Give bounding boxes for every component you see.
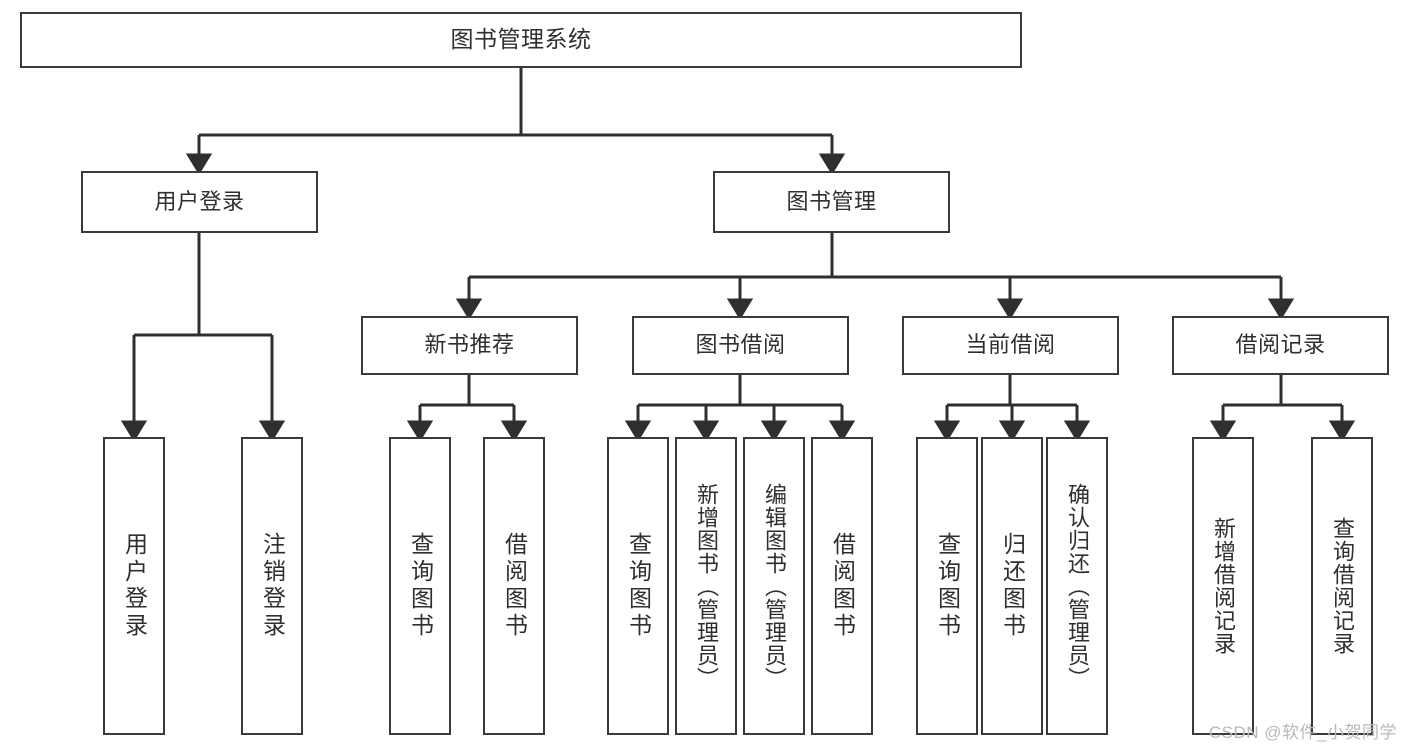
leaf-borrow-borrow-book[interactable]: 借阅图书 <box>811 437 873 735</box>
node-book-management[interactable]: 图书管理 <box>713 171 950 233</box>
leaf-new-book-borrow[interactable]: 借阅图书 <box>483 437 545 735</box>
leaf-borrow-query-book[interactable]: 查询图书 <box>607 437 669 735</box>
leaf-current-query-book[interactable]: 查询图书 <box>916 437 978 735</box>
node-current-borrow-label: 当前借阅 <box>965 332 1056 358</box>
leaf-records-query-record[interactable]: 查询借阅记录 <box>1311 437 1373 735</box>
leaf-records-add-record[interactable]: 新增借阅记录 <box>1192 437 1254 735</box>
node-root-label: 图书管理系统 <box>450 26 592 53</box>
node-book-management-label: 图书管理 <box>786 188 877 214</box>
node-borrow-records-label: 借阅记录 <box>1235 332 1326 358</box>
node-book-borrow[interactable]: 图书借阅 <box>632 316 849 375</box>
leaf-records-add-record-label: 新增借阅记录 <box>1211 517 1236 655</box>
leaf-borrow-query-book-label: 查询图书 <box>625 532 652 640</box>
leaf-new-book-query-label: 查询图书 <box>407 532 434 640</box>
node-borrow-records[interactable]: 借阅记录 <box>1172 316 1389 375</box>
csdn-watermark: CSDN @软件_小贺同学 <box>1208 723 1397 742</box>
node-user-login-label: 用户登录 <box>154 188 245 214</box>
leaf-current-confirm-return-admin-label: 确认归还（管理员） <box>1065 482 1090 690</box>
leaf-records-query-record-label: 查询借阅记录 <box>1330 517 1355 655</box>
leaf-current-query-book-label: 查询图书 <box>934 532 961 640</box>
leaf-current-return-book[interactable]: 归还图书 <box>981 437 1043 735</box>
leaf-current-return-book-label: 归还图书 <box>999 532 1026 640</box>
leaf-borrow-add-book-admin-label: 新增图书（管理员） <box>694 482 719 690</box>
leaf-new-book-query[interactable]: 查询图书 <box>389 437 451 735</box>
node-new-book-recommend-label: 新书推荐 <box>424 332 515 358</box>
node-current-borrow[interactable]: 当前借阅 <box>902 316 1119 375</box>
leaf-current-confirm-return-admin[interactable]: 确认归还（管理员） <box>1046 437 1108 735</box>
node-new-book-recommend[interactable]: 新书推荐 <box>361 316 578 375</box>
node-root-system[interactable]: 图书管理系统 <box>20 12 1022 68</box>
leaf-borrow-edit-book-admin-label: 编辑图书（管理员） <box>762 482 787 690</box>
leaf-borrow-borrow-book-label: 借阅图书 <box>829 532 856 640</box>
leaf-user-login-signout[interactable]: 注销登录 <box>241 437 303 735</box>
leaf-new-book-borrow-label: 借阅图书 <box>501 532 528 640</box>
leaf-user-login-signout-label: 注销登录 <box>259 532 286 640</box>
leaf-user-login-signin-label: 用户登录 <box>121 532 148 640</box>
node-book-borrow-label: 图书借阅 <box>695 332 786 358</box>
leaf-borrow-edit-book-admin[interactable]: 编辑图书（管理员） <box>743 437 805 735</box>
leaf-user-login-signin[interactable]: 用户登录 <box>103 437 165 735</box>
leaf-borrow-add-book-admin[interactable]: 新增图书（管理员） <box>675 437 737 735</box>
node-user-login[interactable]: 用户登录 <box>81 171 318 233</box>
